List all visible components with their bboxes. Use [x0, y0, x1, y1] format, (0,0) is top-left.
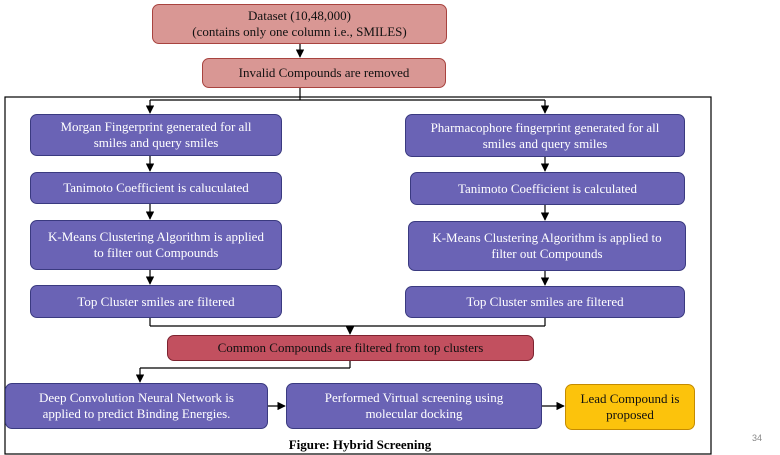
top-cluster-right-label: Top Cluster smiles are filtered	[466, 294, 624, 309]
dcnn-node: Deep Convolution Neural Network is appli…	[5, 383, 268, 429]
invalid-compounds-label: Invalid Compounds are removed	[238, 65, 410, 80]
morgan-fingerprint-node: Morgan Fingerprint generated for all smi…	[30, 114, 282, 156]
morgan-fingerprint-label: Morgan Fingerprint generated for all smi…	[60, 119, 252, 150]
common-compounds-node: Common Compounds are filtered from top c…	[167, 335, 534, 361]
top-cluster-left-node: Top Cluster smiles are filtered	[30, 285, 282, 318]
tanimoto-right-label: Tanimoto Coefficient is calculated	[458, 180, 637, 196]
lead-compound-node: Lead Compound is proposed	[565, 384, 695, 430]
kmeans-right-node: K-Means Clustering Algorithm is applied …	[408, 221, 686, 271]
kmeans-right-label: K-Means Clustering Algorithm is applied …	[432, 230, 662, 261]
pharmacophore-fingerprint-node: Pharmacophore fingerprint generated for …	[405, 114, 685, 157]
tanimoto-right-node: Tanimoto Coefficient is calculated	[410, 172, 685, 205]
tanimoto-left-label: Tanimoto Coefficient is caluculated	[63, 180, 249, 195]
dcnn-label: Deep Convolution Neural Network is appli…	[39, 390, 234, 421]
invalid-compounds-node: Invalid Compounds are removed	[202, 58, 446, 88]
page-number: 34	[752, 433, 763, 443]
lead-compound-label: Lead Compound is proposed	[580, 391, 680, 422]
pharmacophore-fingerprint-label: Pharmacophore fingerprint generated for …	[430, 119, 660, 151]
virtual-screening-label: Performed Virtual screening using molecu…	[324, 390, 504, 421]
dataset-node: Dataset (10,48,000) (contains only one c…	[152, 4, 447, 44]
virtual-screening-node: Performed Virtual screening using molecu…	[286, 383, 542, 429]
hybrid-screening-frame	[4, 96, 712, 455]
dataset-label: Dataset (10,48,000) (contains only one c…	[192, 8, 407, 39]
kmeans-left-label: K-Means Clustering Algorithm is applied …	[48, 229, 264, 260]
top-cluster-left-label: Top Cluster smiles are filtered	[77, 293, 235, 309]
figure-caption: Figure: Hybrid Screening	[288, 437, 432, 452]
common-compounds-label: Common Compounds are filtered from top c…	[217, 340, 484, 355]
tanimoto-left-node: Tanimoto Coefficient is caluculated	[30, 172, 282, 204]
kmeans-left-node: K-Means Clustering Algorithm is applied …	[30, 220, 282, 270]
top-cluster-right-node: Top Cluster smiles are filtered	[405, 286, 685, 318]
